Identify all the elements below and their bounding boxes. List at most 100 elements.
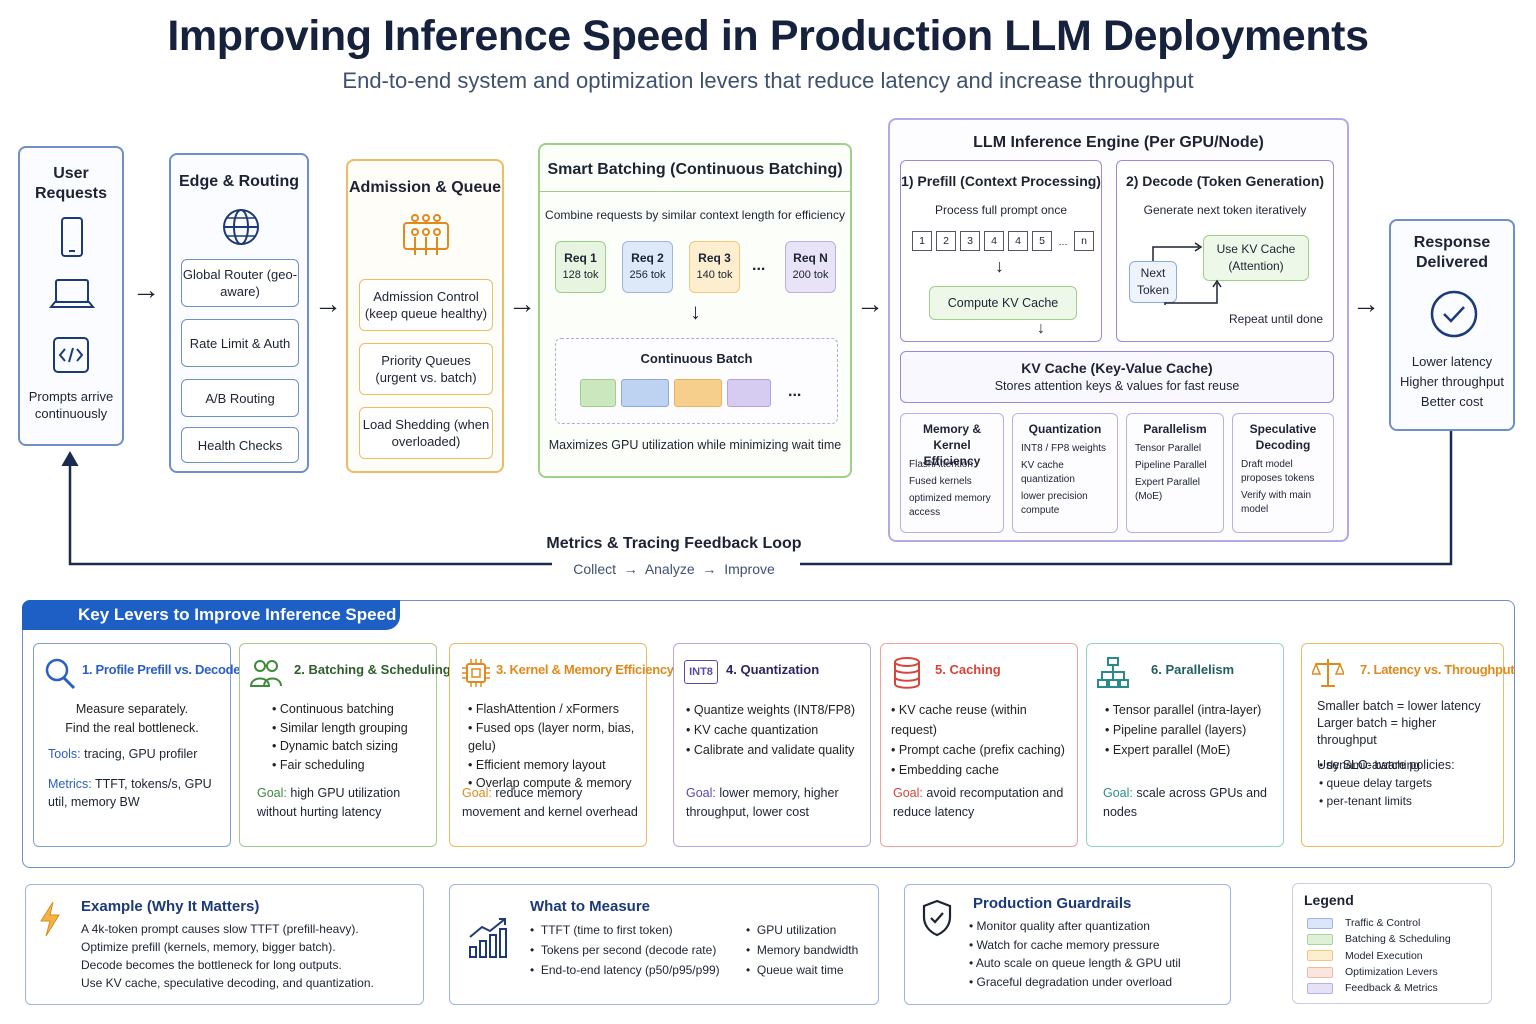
response-line: Higher throughput xyxy=(1399,374,1505,389)
prefill-desc: Process full prompt once xyxy=(934,203,1068,217)
sub-list: Tensor Parallel Pipeline Parallel Expert… xyxy=(1135,442,1219,504)
measure-col2: • GPU utilization • Memory bandwidth • Q… xyxy=(746,920,858,980)
legend-swatch xyxy=(1307,966,1333,978)
lever-line: Measure separately. xyxy=(75,702,189,716)
decode-title: 2) Decode (Token Generation) xyxy=(1125,173,1325,189)
list-item: • End-to-end latency (p50/p95/p99) xyxy=(530,963,720,977)
sub-title: Quantization xyxy=(1028,422,1102,436)
list-item: Pipeline parallel (layers) xyxy=(1105,720,1275,740)
queue-people-icon xyxy=(403,214,449,255)
lever-list: Continuous batching Similar length group… xyxy=(272,700,428,774)
edge-item-ab-routing: A/B Routing xyxy=(181,379,299,417)
legend-item: Optimization Levers xyxy=(1307,964,1451,980)
list-item: Embedding cache xyxy=(891,760,1069,780)
list-item: • Watch for cache memory pressure xyxy=(969,937,1160,952)
list-item: lower precision compute xyxy=(1021,491,1088,516)
lever-list: dynamic batching queue delay targets per… xyxy=(1319,756,1432,810)
list-item: Efficient memory layout xyxy=(468,756,638,775)
legend-swatch xyxy=(1307,917,1333,929)
response-title: Response Delivered xyxy=(1413,234,1491,271)
response-line: Lower latency xyxy=(1411,354,1493,369)
measure-panel: What to Measure • TTFT (time to first to… xyxy=(449,884,879,1005)
flow-arrow: → xyxy=(856,288,884,319)
continuous-batch-title: Continuous Batch xyxy=(640,351,753,366)
priority-queues-item: Priority Queues (urgent vs. batch) xyxy=(359,343,493,395)
lever-card-quantization: INT8 4. Quantization Quantize weights (I… xyxy=(673,643,871,847)
admission-queue-panel: Admission & Queue Admission Control (kee… xyxy=(346,159,504,473)
batch-block xyxy=(674,379,722,407)
list-item: Fused ops (layer norm, bias, gelu) xyxy=(468,719,638,756)
list-item: Verify with main model xyxy=(1241,490,1312,515)
list-item: • Auto scale on queue length & GPU util xyxy=(969,956,1181,970)
magnifier-icon xyxy=(45,658,76,690)
list-item: FlashAttention / xFormers xyxy=(468,700,638,719)
page-subtitle: End-to-end system and optimization lever… xyxy=(342,68,1194,93)
legend-item: Traffic & Control xyxy=(1307,915,1451,931)
down-arrow: ↓ xyxy=(1037,320,1045,337)
levers-section-header: Key Levers to Improve Inference Speed xyxy=(22,600,400,630)
down-arrow: ↓ xyxy=(690,299,701,324)
example-line: Optimize prefill (kernels, memory, bigge… xyxy=(81,940,336,954)
list-item: FlashAttention xyxy=(909,459,973,470)
token-cell: n xyxy=(1074,231,1094,251)
levers-title: Key Levers to Improve Inference Speed xyxy=(78,605,397,624)
edge-routing-title: Edge & Routing xyxy=(179,173,299,190)
list-item: Fused kernels xyxy=(909,476,972,487)
batch-block xyxy=(580,379,616,407)
continuous-batch-box: Continuous Batch ... xyxy=(555,338,838,424)
lever-title: 4. Quantization xyxy=(726,662,820,677)
guardrails-title: Production Guardrails xyxy=(973,895,1132,912)
lever-goal: Goal: avoid recomputation and reduce lat… xyxy=(893,786,1064,819)
list-item: Similar length grouping xyxy=(272,719,428,738)
decode-panel: 2) Decode (Token Generation) Generate ne… xyxy=(1116,160,1334,342)
list-item: Expert parallel (MoE) xyxy=(1105,740,1275,760)
list-item: Draft model proposes tokens xyxy=(1241,459,1315,484)
lever-title: 7. Latency vs. Throughput xyxy=(1360,662,1515,677)
list-item: Continuous batching xyxy=(272,700,428,719)
feedback-step: Collect xyxy=(573,561,617,577)
feedback-step: Analyze xyxy=(644,561,695,577)
lever-card-kernel: 3. Kernel & Memory Efficiency FlashAtten… xyxy=(449,643,674,847)
feedback-step: Improve xyxy=(724,561,775,577)
inference-engine-panel: LLM Inference Engine (Per GPU/Node) 1) P… xyxy=(888,118,1349,542)
edge-item-health-checks: Health Checks xyxy=(181,427,299,463)
list-item: Dynamic batch sizing xyxy=(272,737,428,756)
chip-icon xyxy=(462,659,490,687)
balance-icon xyxy=(1312,659,1344,687)
lever-title: 3. Kernel & Memory Efficiency xyxy=(496,662,674,677)
guardrails-list: • Monitor quality after quantization • W… xyxy=(969,917,1181,991)
feedback-title: Metrics & Tracing Feedback Loop xyxy=(546,535,802,552)
users-icon xyxy=(250,660,282,687)
lever-list: KV cache reuse (within request) Prompt c… xyxy=(891,700,1069,780)
lever-list: Tensor parallel (intra-layer) Pipeline p… xyxy=(1105,700,1275,760)
list-item: Pipeline Parallel xyxy=(1135,460,1207,471)
user-requests-caption: Prompts arrive continuously xyxy=(28,389,114,421)
engine-sub-panel: Parallelism Tensor Parallel Pipeline Par… xyxy=(1126,413,1224,533)
feedback-loop-line xyxy=(61,431,1453,566)
list-item: KV cache quantization xyxy=(1021,460,1075,485)
list-item: queue delay targets xyxy=(1319,774,1432,792)
token-cell: 2 xyxy=(936,231,956,251)
list-item: Expert Parallel (MoE) xyxy=(1135,477,1201,502)
list-item: • Graceful degradation under overload xyxy=(969,974,1173,989)
prefill-panel: 1) Prefill (Context Processing) Process … xyxy=(900,160,1102,342)
measure-title: What to Measure xyxy=(530,898,651,915)
flow-arrow: → xyxy=(132,274,160,305)
example-line: Decode becomes the bottleneck for long o… xyxy=(81,958,342,972)
admission-control-item: Admission Control (keep queue healthy) xyxy=(359,279,493,331)
example-line: Use KV cache, speculative decoding, and … xyxy=(81,976,374,990)
example-panel: Example (Why It Matters) A 4k-token prom… xyxy=(25,884,424,1005)
batching-footer: Maximizes GPU utilization while minimizi… xyxy=(548,438,842,452)
lever-body: Measure separately. Find the real bottle… xyxy=(34,700,230,737)
response-line: Better cost xyxy=(1420,394,1484,409)
measure-col1: • TTFT (time to first token) • Tokens pe… xyxy=(530,920,720,980)
shield-check-icon xyxy=(922,899,952,937)
list-item: Fair scheduling xyxy=(272,756,428,775)
smart-batching-panel: Smart Batching (Continuous Batching) Com… xyxy=(538,143,852,478)
lever-card-latency-throughput: 7. Latency vs. Throughput Smaller batch … xyxy=(1301,643,1515,847)
response-panel: Response Delivered Lower latency Higher … xyxy=(1389,219,1515,431)
database-icon xyxy=(894,657,920,689)
legend-swatch xyxy=(1307,950,1333,962)
